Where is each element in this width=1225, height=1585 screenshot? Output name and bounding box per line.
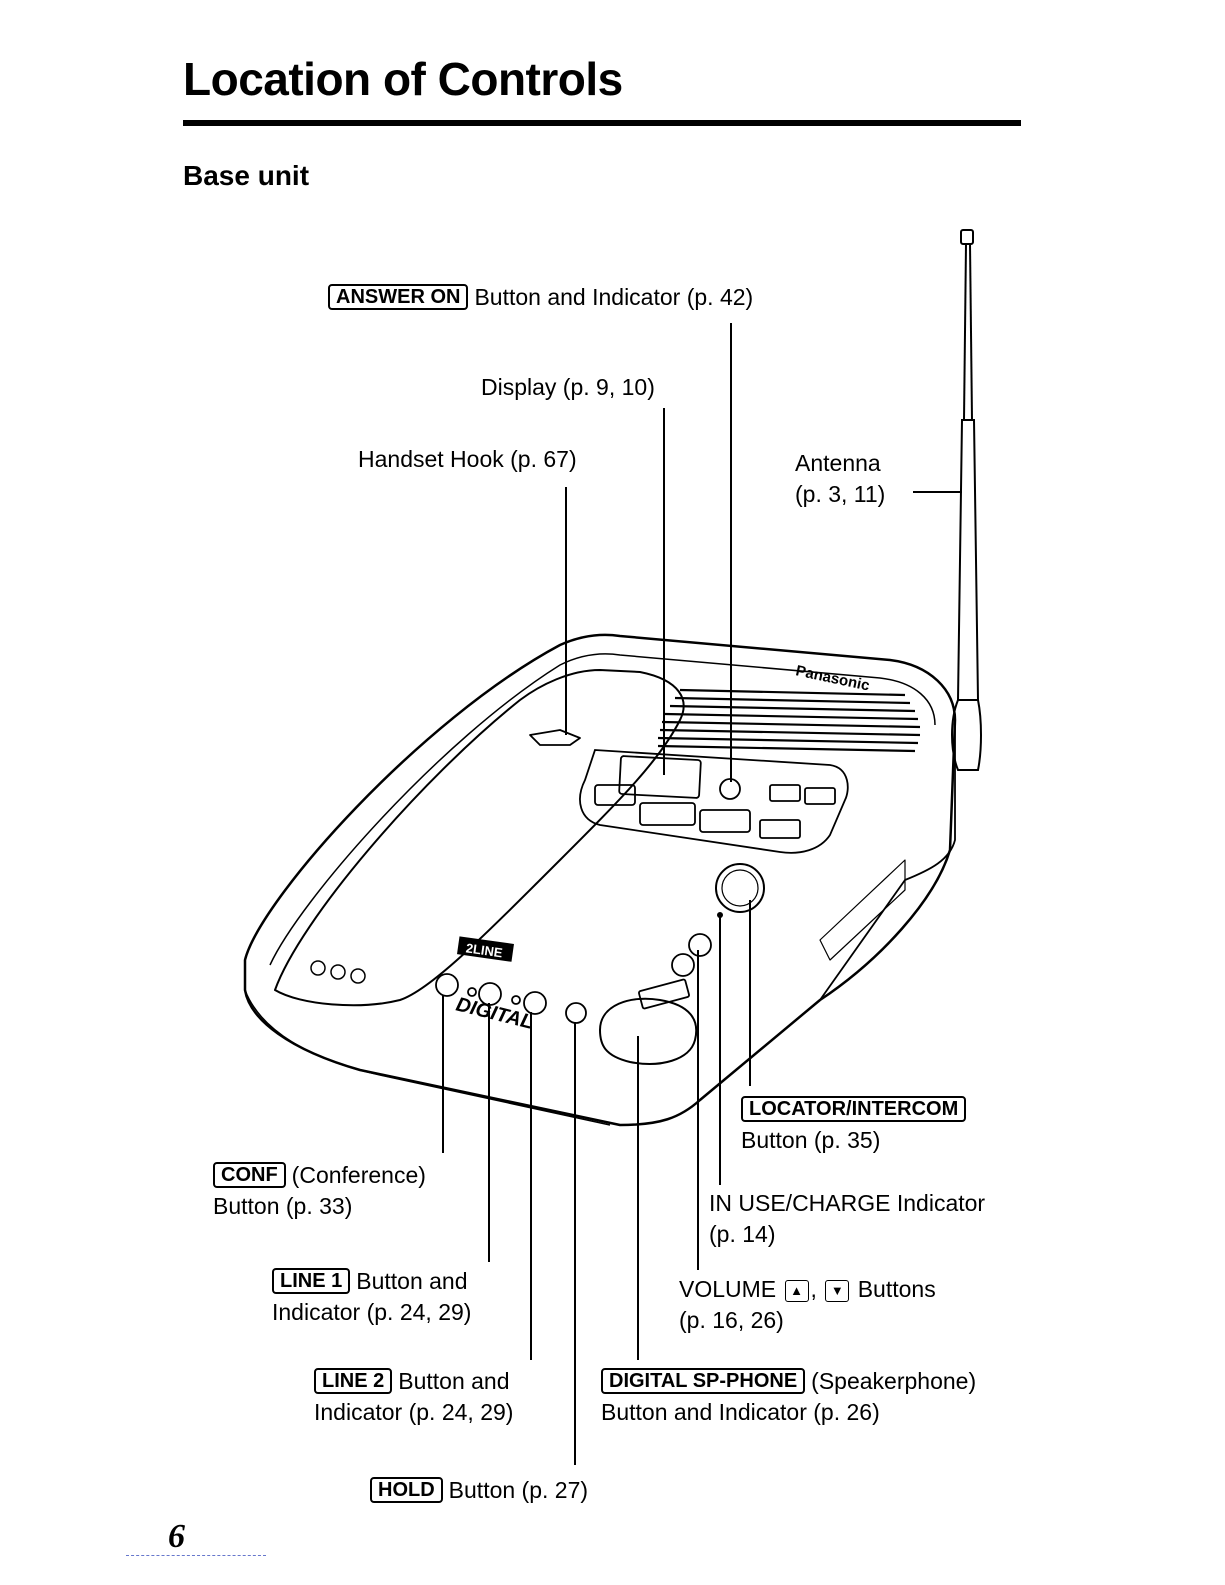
base-right-side	[819, 720, 956, 1001]
volume-down-button[interactable]	[671, 953, 695, 977]
base-body-outline	[243, 633, 957, 1127]
side-jack-panel	[819, 859, 906, 961]
base-inner-lip	[269, 653, 936, 966]
brand-mark: Panasonic	[794, 662, 871, 694]
volume-up-button[interactable]	[688, 933, 712, 957]
sp-phone-button[interactable]	[598, 997, 698, 1065]
repeat-button[interactable]	[594, 784, 636, 806]
line-2-button[interactable]	[523, 991, 547, 1015]
two-line-badge-text: 2LINE	[465, 940, 504, 960]
lcd-display	[618, 755, 702, 799]
label-conf: CONF(Conference) Button (p. 33)	[213, 1162, 426, 1219]
conf-key: CONF	[213, 1162, 286, 1188]
conf-button[interactable]	[435, 973, 459, 997]
locator-intercom-key: LOCATOR/INTERCOM	[741, 1096, 967, 1122]
label-locator-intercom: LOCATOR/INTERCOM Button (p. 35)	[741, 1094, 972, 1156]
handset-hook-shape	[529, 729, 581, 746]
footer-divider	[126, 1555, 266, 1556]
page-title: Location of Controls	[183, 53, 623, 105]
control-panel	[579, 749, 849, 854]
label-sp-phone: DIGITAL SP-PHONE(Speakerphone) Button an…	[601, 1368, 977, 1425]
volume-down-icon: ▼	[825, 1280, 850, 1302]
section-subtitle: Base unit	[183, 160, 310, 191]
handset-cradle-outline	[274, 669, 685, 1007]
label-in-use-charge: IN USE/CHARGE Indicator (p. 14)	[709, 1190, 986, 1247]
label-volume: VOLUME ▲, ▼ Buttons (p. 16, 26)	[679, 1276, 936, 1333]
panel-button-a[interactable]	[769, 784, 801, 802]
speaker-grille	[657, 688, 921, 753]
volume-up-icon: ▲	[784, 1280, 809, 1302]
line-2-indicator	[511, 995, 521, 1005]
line-1-indicator	[467, 987, 477, 997]
hold-key: HOLD	[370, 1477, 443, 1503]
line-1-key: LINE 1	[272, 1268, 351, 1294]
label-display: Display (p. 9, 10)	[481, 374, 655, 400]
play-button[interactable]	[699, 809, 751, 833]
two-line-badge	[457, 936, 514, 962]
title-rule	[183, 120, 1021, 126]
base-front-edge	[244, 989, 611, 1126]
digital-mark: DIGITAL	[454, 994, 536, 1034]
page-number: 6	[168, 1518, 185, 1555]
panel-button-b[interactable]	[804, 787, 836, 805]
label-antenna: Antenna (p. 3, 11)	[795, 450, 886, 507]
leader-lines	[442, 323, 962, 1465]
label-handset-hook: Handset Hook (p. 67)	[358, 446, 577, 472]
antenna	[951, 229, 982, 771]
line-2-key: LINE 2	[314, 1368, 393, 1394]
stop-button[interactable]	[639, 802, 696, 826]
hold-button[interactable]	[565, 1002, 587, 1024]
skip-button[interactable]	[759, 819, 801, 839]
locator-intercom-button[interactable]	[715, 863, 765, 913]
answer-on-key: ANSWER ON	[328, 284, 469, 310]
base-feet	[310, 960, 366, 984]
sp-phone-key: DIGITAL SP-PHONE	[601, 1368, 806, 1394]
sp-phone-label-plate	[638, 978, 690, 1010]
